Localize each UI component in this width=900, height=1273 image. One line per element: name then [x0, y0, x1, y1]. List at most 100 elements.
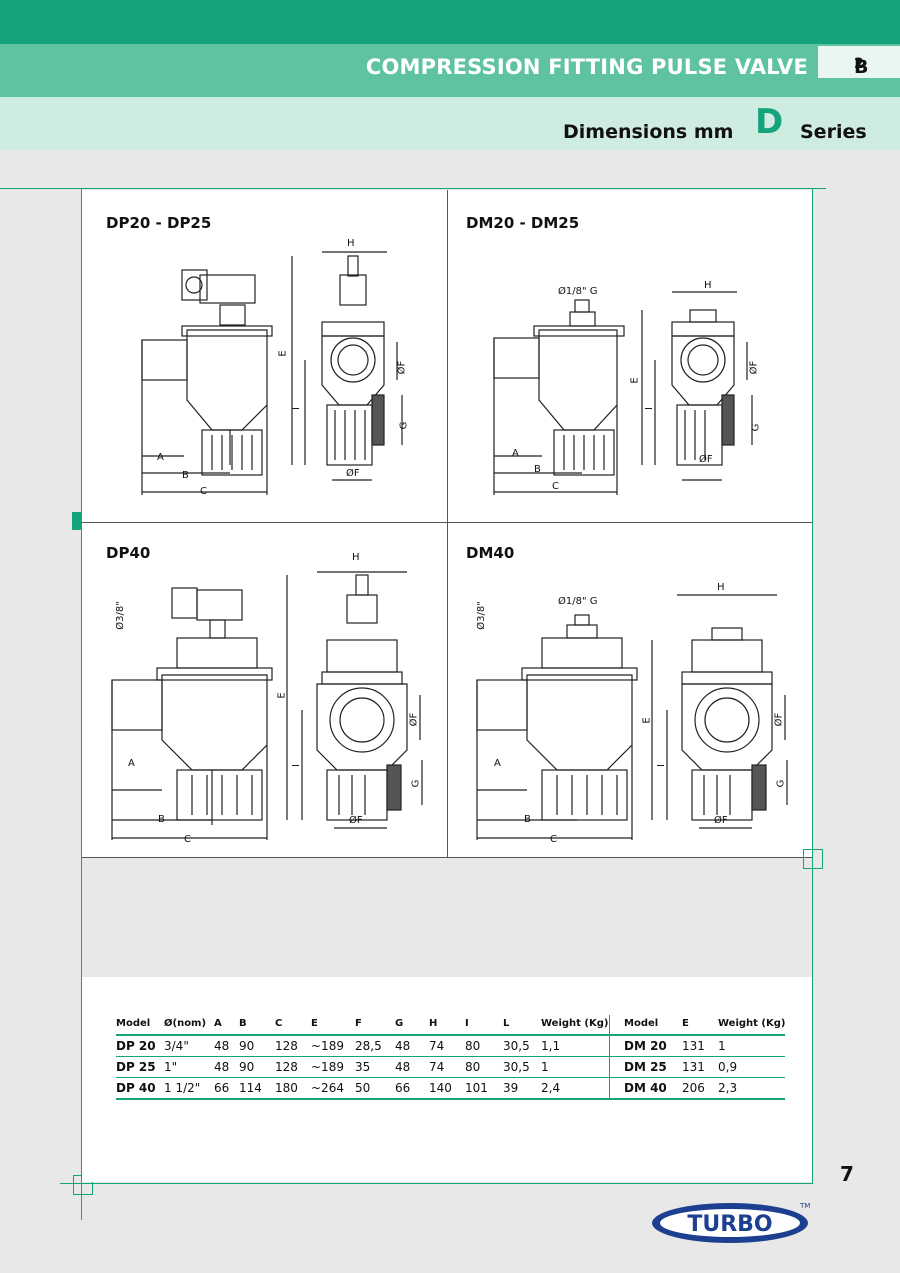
panel-divider-horizontal [82, 522, 812, 523]
table-cell: 74 [429, 1035, 465, 1057]
panel-bottom-border [82, 857, 812, 858]
label-b-dm20: B [534, 464, 541, 475]
label-pilot-dm40: Ø1/8" G [558, 596, 598, 607]
table-header-row: Model Ø(nom) A B C E F G H I L Weight (K… [116, 1015, 786, 1036]
th-h: H [429, 1015, 465, 1036]
label-c-dp20: C [200, 486, 207, 497]
table-cell: 35 [355, 1056, 395, 1078]
table-cell: 1,1 [541, 1035, 610, 1057]
label-h-dm40: H [717, 582, 725, 593]
th-nom: Ø(nom) [164, 1015, 214, 1036]
th-b: B [239, 1015, 275, 1036]
label-a-dp20: A [157, 452, 164, 463]
table-cell: 101 [465, 1077, 503, 1100]
label-f-dp40: ØF [349, 815, 363, 826]
table-cell: 128 [275, 1056, 311, 1078]
table-cell: 140 [429, 1077, 465, 1100]
panel-title-dm40: DM40 [466, 544, 515, 562]
table-cell: DP 20 [116, 1035, 164, 1057]
table-cell: 2,3 [718, 1077, 786, 1100]
th-c: C [275, 1015, 311, 1036]
table-cell: 1 [718, 1035, 786, 1057]
label-f-side-dp20: ØF [396, 360, 408, 375]
th-dm-weight: Weight (Kg) [718, 1015, 786, 1036]
label-g-dp20: G [398, 421, 410, 430]
table-cell: 80 [465, 1056, 503, 1078]
table-cell: DP 40 [116, 1077, 164, 1100]
drawing-dp20 [141, 251, 403, 495]
table-cell: 30,5 [503, 1056, 541, 1078]
table-cell: 131 [682, 1056, 718, 1078]
th-f: F [355, 1015, 395, 1036]
th-e: E [311, 1015, 355, 1036]
turbo-logo: TURBO TM [652, 1202, 810, 1243]
label-c-dp40: C [184, 834, 191, 845]
guide-line-top [0, 188, 826, 189]
label-c-dm20: C [552, 481, 559, 492]
panel-divider-vertical [447, 190, 448, 858]
label-e-dp20: E [277, 350, 289, 357]
label-a-dp40: A [128, 758, 135, 769]
th-weight: Weight (Kg) [541, 1015, 610, 1036]
drawing-dm20 [493, 291, 753, 495]
logo-text: TURBO [687, 1212, 772, 1237]
label-e-dp40: E [276, 692, 288, 699]
table-cell: 206 [682, 1077, 718, 1100]
label-i-dp40: I [290, 764, 302, 767]
crosshair-mark-right [803, 849, 823, 869]
table-cell: DM 25 [609, 1056, 682, 1078]
th-l: L [503, 1015, 541, 1036]
dimensions-label: Dimensions mm [563, 121, 734, 143]
label-g-dm40: G [775, 779, 787, 788]
table-cell: 1 [541, 1056, 610, 1078]
label-f-dm40: ØF [714, 815, 728, 826]
label-g-dm20: G [750, 423, 762, 432]
label-pilot-dm20: Ø1/8" G [558, 286, 598, 297]
table-cell: 128 [275, 1035, 311, 1057]
guide-line-left [81, 188, 82, 1220]
table-cell: 48 [395, 1035, 429, 1057]
guide-line-bottom [60, 1183, 813, 1184]
table-cell: 50 [355, 1077, 395, 1100]
table-cell: DP 25 [116, 1056, 164, 1078]
table-cell: 48 [214, 1056, 239, 1078]
label-b-dm40: B [524, 814, 531, 825]
drawings-panel: DP20 - DP25 DM20 - DM25 DP40 DM40 H E [82, 190, 812, 858]
table-cell: 28,5 [355, 1035, 395, 1057]
th-i: I [465, 1015, 503, 1036]
label-h-dp40: H [352, 552, 360, 563]
table-cell: 131 [682, 1035, 718, 1057]
label-f-dm20: ØF [699, 454, 713, 465]
table-cell: 3/4" [164, 1035, 214, 1057]
top-color-band [0, 0, 900, 44]
th-model: Model [116, 1015, 164, 1036]
table-cell: 66 [395, 1077, 429, 1100]
label-g-dp40: G [410, 779, 422, 788]
drawing-dm40 [476, 594, 788, 840]
label-f-side-dm20: ØF [748, 360, 760, 375]
page-title: COMPRESSION FITTING PULSE VALVE [365, 55, 808, 79]
table-cell: DM 40 [609, 1077, 682, 1100]
table-cell: 180 [275, 1077, 311, 1100]
table-cell: 48 [395, 1056, 429, 1078]
label-f-dp20: ØF [346, 468, 360, 479]
section-code-number: 2 [854, 56, 864, 72]
drawing-dp40 [111, 571, 423, 840]
label-e-dm20: E [629, 377, 641, 384]
table-cell: 48 [214, 1035, 239, 1057]
label-b-dp40: B [158, 814, 165, 825]
th-dm-e: E [682, 1015, 718, 1036]
table-cell: 30,5 [503, 1035, 541, 1057]
label-a-dm20: A [512, 448, 519, 459]
guide-line-right [812, 188, 813, 1183]
spec-table-area: Model Ø(nom) A B C E F G H I L Weight (K… [82, 977, 812, 1182]
title-band: COMPRESSION FITTING PULSE VALVE [0, 44, 900, 97]
table-cell: 1" [164, 1056, 214, 1078]
label-pilot-side-dp40: Ø3/8" [114, 601, 126, 630]
table-cell: 0,9 [718, 1056, 786, 1078]
